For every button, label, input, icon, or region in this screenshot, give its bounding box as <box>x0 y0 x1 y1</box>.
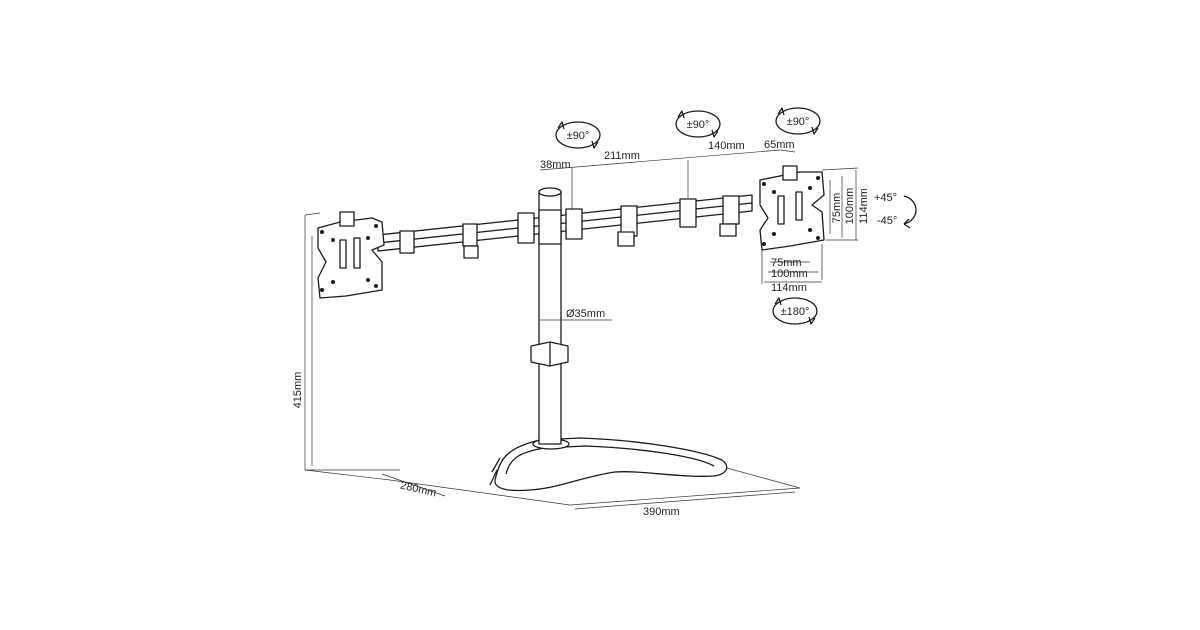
width-label: 390mm <box>643 506 680 518</box>
left-vesa-plate <box>317 211 385 299</box>
height-dimension: 415mm <box>292 236 313 466</box>
floor-footprint <box>304 212 801 506</box>
top-dimension: 38mm 211mm 140mm 65mm <box>539 139 796 210</box>
vesa-75-h-label: 75mm <box>771 257 802 269</box>
vesa-100-v-label: 100mm <box>844 188 856 225</box>
vesa-vertical-dimensions: 75mm 100mm 114mm <box>821 167 870 241</box>
arm-segment-1-label: 211mm <box>604 150 640 162</box>
tilt-up-label: +45° <box>874 192 897 204</box>
height-label: 415mm <box>292 372 304 409</box>
pole-swivel-badge: ±90° <box>555 121 601 149</box>
arm-swivel-badge: ±90° <box>675 110 721 138</box>
arm-clamps <box>399 195 740 259</box>
depth-label: 280mm <box>399 480 437 500</box>
vesa-114-h-label: 114mm <box>771 282 807 294</box>
depth-dimension: 280mm <box>381 473 446 500</box>
right-vesa-plate <box>759 165 825 251</box>
pole-swivel-label: ±90° <box>567 130 590 142</box>
vesa-75-v-label: 75mm <box>831 193 843 224</box>
pole-offset-label: 38mm <box>540 159 571 171</box>
arm-swivel-label: ±90° <box>687 119 710 131</box>
pole-diameter-label: Ø35mm <box>566 308 605 320</box>
rotate-badge: ±180° <box>772 297 818 325</box>
head-swivel-label: ±90° <box>787 116 810 128</box>
tilt-offset-label: 65mm <box>764 139 795 151</box>
stand-pole: Ø35mm <box>530 187 612 445</box>
arm-bar <box>377 194 753 259</box>
width-dimension: 390mm <box>574 491 796 518</box>
arm-segment-2-label: 140mm <box>708 140 745 152</box>
vesa-horizontal-dimensions: 75mm 100mm 114mm <box>761 244 823 294</box>
rotate-label: ±180° <box>781 306 810 318</box>
tilt-down-label: -45° <box>877 215 897 227</box>
tilt-badge: +45° -45° <box>874 192 917 229</box>
vesa-114-v-label: 114mm <box>858 188 870 224</box>
stand-base <box>489 437 728 492</box>
vesa-100-h-label: 100mm <box>771 268 808 280</box>
head-swivel-badge: ±90° <box>775 107 821 135</box>
